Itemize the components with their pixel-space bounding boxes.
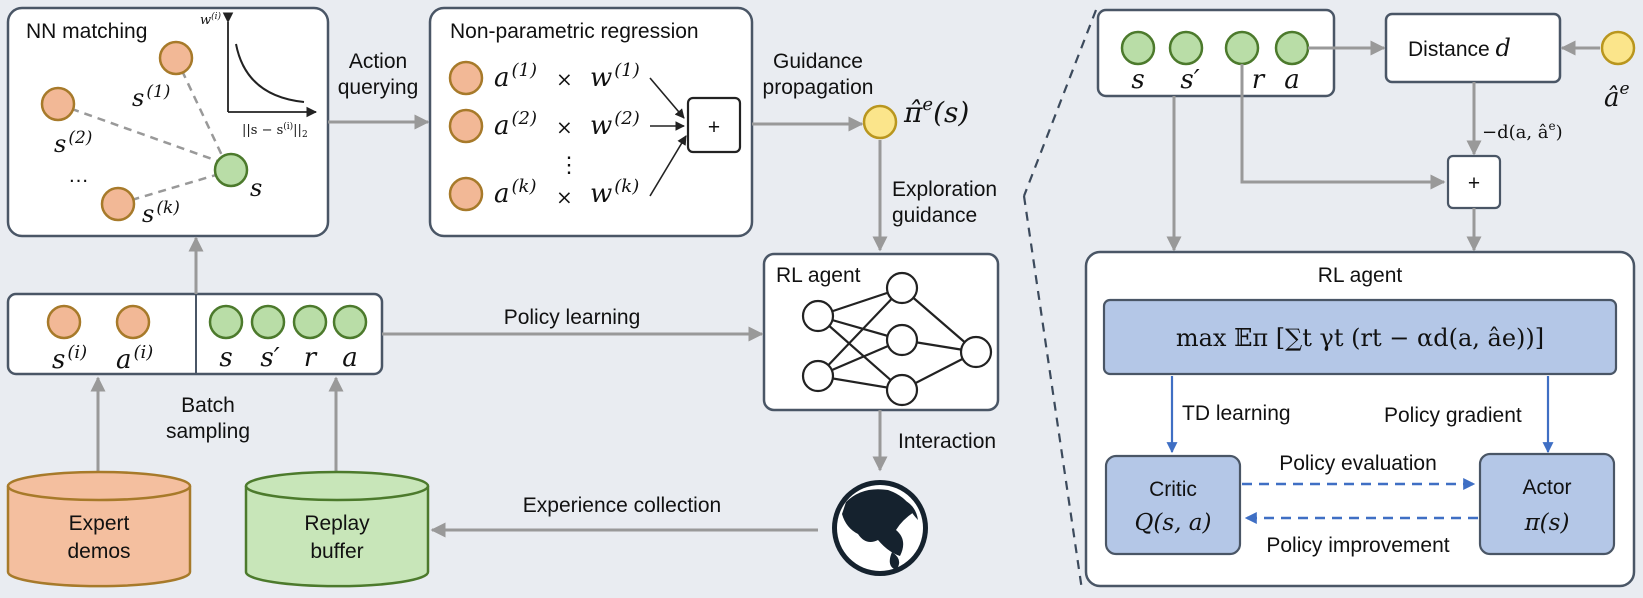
exploration-guidance-label-1: Exploration [892, 178, 997, 201]
batch-a-label: a [342, 343, 358, 373]
interaction-label: Interaction [898, 430, 996, 453]
actor-box [1478, 452, 1616, 556]
policy-evaluation-label: Policy evaluation [1279, 452, 1437, 475]
a-hat-e-label: âe [1604, 79, 1630, 113]
batch-r-label: r [304, 343, 318, 373]
times-k: × [556, 185, 573, 209]
batch-s-prime-label: s′ [260, 343, 279, 373]
tuple-s-node [1120, 30, 1156, 66]
sum-plus: + [708, 116, 720, 139]
tuple-a-node [1274, 30, 1310, 66]
batch-box: s(i) a(i) s s′ r a [6, 292, 384, 376]
tuple-s-prime-label: s′ [1180, 65, 1199, 95]
tuple-s-prime-node [1168, 30, 1204, 66]
neighbor-node-k [100, 186, 136, 222]
guidance-propagation-label-1: Guidance [773, 50, 863, 73]
policy-improvement-label: Policy improvement [1266, 534, 1449, 557]
inset-x-label: ||s − s(i)||2 [242, 121, 308, 140]
regression-title: Non-parametric regression [450, 20, 699, 43]
neg-distance-label: −d(a, âe) [1482, 119, 1563, 143]
actor-formula: π(s) [1524, 510, 1570, 536]
query-state-node [213, 152, 249, 188]
reward-sum-plus: + [1468, 172, 1480, 195]
objective-formula: max 𝔼π [∑t γt (rt − αd(a, âe))] [1176, 324, 1544, 352]
exploration-guidance-label-2: guidance [892, 204, 977, 227]
times-2: × [556, 115, 573, 139]
detail-panel: s s′ r a Distance d âe −d(a, âe) + RL ag… [1084, 8, 1636, 588]
tuple-r-label: r [1252, 65, 1266, 95]
batch-s-label: s [219, 343, 232, 373]
batch-sampling-label-1: Batch [181, 394, 235, 417]
action-querying-label-2: querying [338, 76, 419, 99]
action-querying-label-1: Action [349, 50, 407, 73]
times-1: × [556, 67, 573, 91]
a2-label: a(2) [494, 108, 537, 141]
neural-network-icon [801, 271, 993, 407]
actor-title: Actor [1522, 476, 1571, 499]
guidance-action-node [862, 104, 898, 140]
batch-a-node [332, 304, 368, 340]
s1-label: s(1) [132, 82, 170, 112]
action-node-1 [448, 60, 484, 96]
distance-label: Distance d [1408, 34, 1511, 62]
weight-decay-inset: w(i) ||s − s(i)||2 [200, 11, 318, 140]
transition-tuple-box [1096, 8, 1336, 98]
critic-formula: Q(s, a) [1135, 510, 1212, 536]
tuple-r-node [1224, 30, 1260, 66]
ak-label: a(k) [494, 176, 536, 209]
neighbor-node-2 [40, 86, 76, 122]
objective-box [1102, 298, 1618, 376]
expert-action-node [1600, 30, 1636, 66]
td-learning-label: TD learning [1182, 402, 1291, 425]
nn-matching-box: NN matching s(1) s(2) s(k) … s w(i) ||s … [6, 6, 330, 238]
a1-label: a(1) [494, 60, 537, 93]
replay-buffer-label-2: buffer [310, 540, 363, 563]
sk-label: s(k) [142, 198, 180, 228]
vertical-dots: ⋮ [558, 153, 580, 178]
batch-sampling-label-2: sampling [166, 420, 250, 443]
replay-buffer-cylinder: Replay buffer [244, 470, 430, 588]
batch-a-i-label: a(i) [116, 342, 153, 375]
tuple-s-label: s [1131, 65, 1144, 95]
critic-title: Critic [1149, 478, 1197, 501]
sum-box [686, 96, 742, 154]
expert-demos-label-1: Expert [69, 512, 130, 535]
w2-label: w(2) [590, 108, 640, 141]
neighbor-node-1 [158, 40, 194, 76]
batch-r-node [292, 304, 328, 340]
expert-demos-label-2: demos [67, 540, 130, 563]
guidance-propagation-label-2: propagation [763, 76, 874, 99]
regression-box: Non-parametric regression a(1) × w(1) a(… [428, 6, 754, 238]
policy-gradient-label: Policy gradient [1384, 404, 1522, 427]
ellipsis: … [68, 164, 89, 187]
policy-learning-label: Policy learning [504, 306, 641, 329]
experience-collection-label: Experience collection [523, 494, 721, 517]
expert-demos-cylinder: Expert demos [6, 470, 192, 588]
batch-expert-action-node [115, 304, 151, 340]
batch-expert-state-node [46, 304, 82, 340]
action-node-k [448, 176, 484, 212]
replay-buffer-label-1: Replay [304, 512, 370, 535]
tuple-a-label: a [1284, 65, 1300, 95]
rl-agent-detail-title: RL agent [1318, 264, 1403, 287]
inset-y-label: w(i) [200, 11, 222, 28]
rl-agent-title: RL agent [776, 264, 861, 287]
s-label: s [250, 174, 262, 202]
wk-label: w(k) [590, 176, 639, 209]
batch-s-prime-node [250, 304, 286, 340]
nn-matching-title: NN matching [26, 20, 147, 43]
pi-e-label: π̂e(s) [903, 94, 969, 129]
s2-label: s(2) [54, 128, 92, 158]
batch-s-i-label: s(i) [52, 342, 87, 375]
batch-s-node [208, 304, 244, 340]
rl-agent-box: RL agent [762, 252, 1000, 412]
action-node-2 [448, 108, 484, 144]
critic-box [1104, 454, 1242, 556]
globe-icon [832, 480, 928, 576]
w1-label: w(1) [590, 60, 640, 93]
